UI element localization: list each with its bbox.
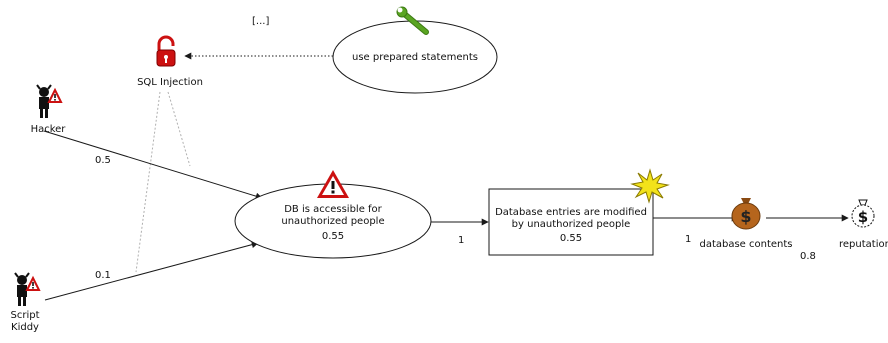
control-label: use prepared statements	[351, 52, 478, 63]
warning-icon	[317, 170, 349, 198]
hacker-icon	[36, 84, 63, 118]
script-kiddy-icon	[14, 272, 41, 306]
asset-consequence: 1	[685, 234, 692, 245]
asset-label: database contents	[699, 239, 793, 250]
wrench-icon	[396, 6, 429, 35]
reputation-label: reputation	[839, 239, 888, 250]
unwanted-incident-likelihood: 0.55	[559, 233, 583, 244]
script-kiddy-label: Script Kiddy	[10, 310, 40, 333]
threat-scenario-likelihood: 0.55	[321, 231, 345, 242]
money-bag-icon: $	[731, 198, 761, 230]
scenario-to-incident-value: 1	[458, 235, 465, 246]
vulnerability-link-script-kiddy	[135, 91, 161, 273]
script-kiddy-probability: 0.1	[95, 270, 111, 281]
script-kiddy-to-scenario-arrow[interactable]	[44, 241, 259, 301]
reputation-consequence: 0.8	[800, 251, 816, 262]
svg-text:$: $	[740, 207, 751, 226]
open-lock-icon	[156, 35, 176, 67]
explosion-icon	[630, 168, 670, 204]
hacker-label: Hacker	[30, 124, 66, 135]
vulnerability-link-hacker	[167, 91, 191, 167]
threat-scenario-label: DB is accessible for unauthorized people	[281, 204, 385, 227]
svg-text:$: $	[858, 208, 868, 226]
ellipsis-note: [...]	[252, 16, 270, 27]
hacker-probability: 0.5	[95, 155, 111, 166]
vulnerability-label: SQL Injection	[137, 77, 203, 88]
hacker-to-scenario-arrow[interactable]	[43, 130, 263, 200]
unwanted-incident-label: Database entries are modified by unautho…	[495, 207, 647, 230]
unwanted-incident-box[interactable]	[488, 188, 654, 256]
reputation-icon: $	[851, 199, 875, 228]
